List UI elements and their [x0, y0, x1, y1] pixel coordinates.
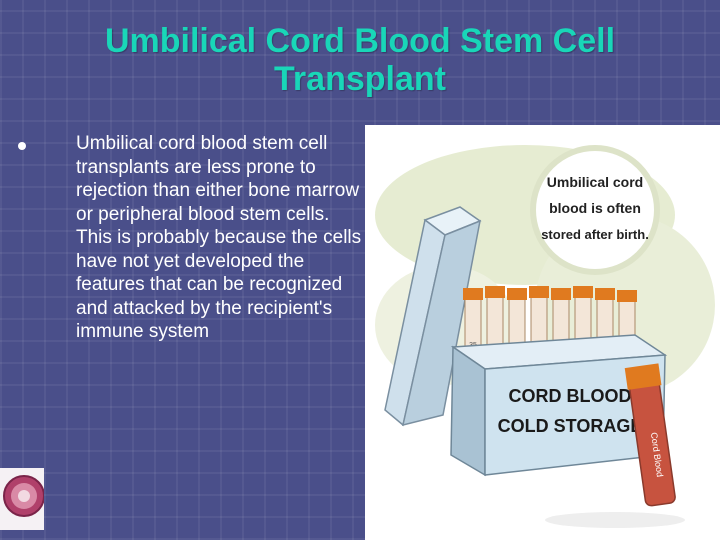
- callout-bubble: Umbilical cord blood is often stored aft…: [530, 145, 660, 275]
- shadow-shape: [545, 512, 685, 528]
- bullet-marker: [18, 142, 26, 150]
- blood-tube: Cord Blood: [624, 363, 676, 507]
- cord-blood-storage-illustration: Umbilical cord blood is often stored aft…: [365, 125, 720, 540]
- callout-line-2: blood is often: [549, 200, 641, 216]
- slide-title: Umbilical Cord Blood Stem Cell Transplan…: [104, 22, 616, 98]
- storage-box: CORD BLOOD COLD STORAGE: [450, 334, 668, 477]
- box-label-line-2: COLD STORAGE: [498, 416, 643, 436]
- storage-box-lid: [384, 206, 482, 427]
- callout-line-1: Umbilical cord: [547, 174, 643, 190]
- bullet-text: Umbilical cord blood stem cell transplan…: [76, 133, 362, 342]
- box-label-line-1: CORD BLOOD: [509, 386, 632, 406]
- callout-line-3: stored after birth.: [541, 227, 649, 242]
- cell-cross-section-image: [0, 468, 45, 530]
